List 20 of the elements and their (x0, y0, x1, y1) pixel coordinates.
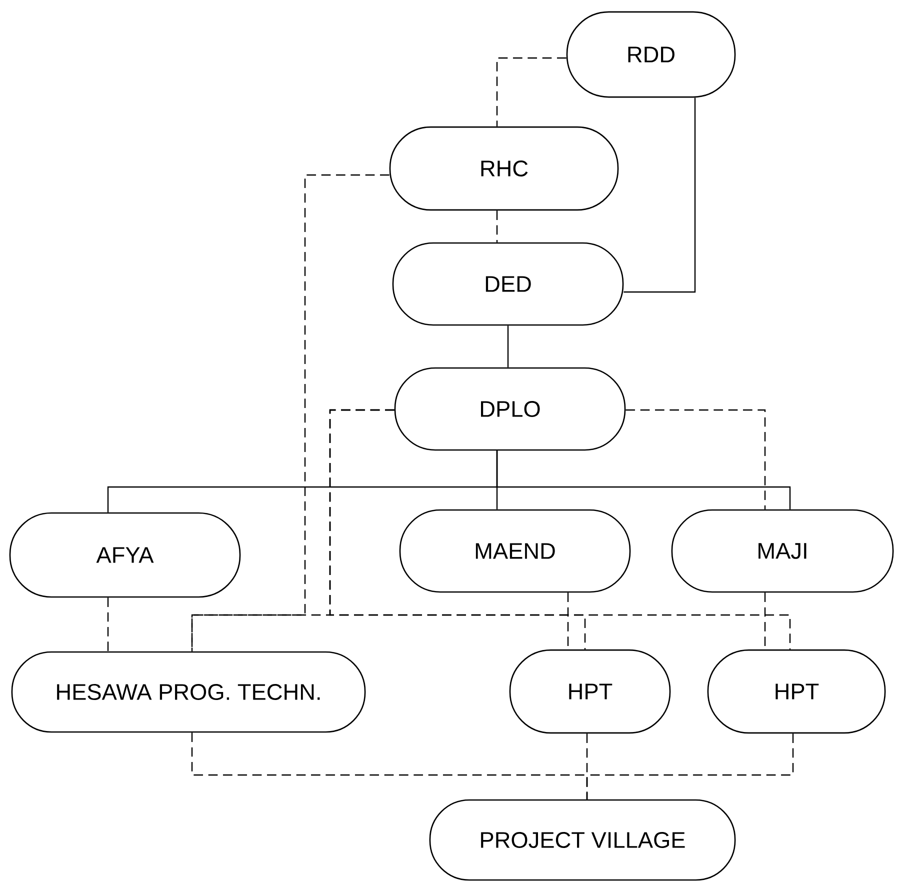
rounded-box: MAJI (671, 509, 894, 593)
connector-line (329, 409, 791, 650)
connector-line (496, 210, 498, 242)
connector-line (586, 734, 794, 800)
connector-line (496, 450, 791, 510)
rounded-box: DED (392, 242, 624, 326)
connector-line (626, 409, 766, 510)
rounded-box: RHC (389, 126, 619, 211)
rounded-box: PROJECT VILLAGE (429, 799, 736, 881)
rounded-box: HPT (707, 649, 886, 734)
rounded-box: MAEND (399, 509, 631, 593)
connector-line (507, 326, 509, 368)
connector-line (107, 598, 109, 652)
rounded-box: RDD (566, 11, 736, 98)
connector-line (624, 98, 696, 293)
rounded-box: HPT (509, 649, 671, 734)
rounded-box: AFYA (9, 512, 241, 598)
rounded-box: DPLO (394, 367, 626, 451)
connector-line (496, 57, 566, 126)
rounded-box: HESAWA PROG. TECHN. (11, 651, 366, 733)
